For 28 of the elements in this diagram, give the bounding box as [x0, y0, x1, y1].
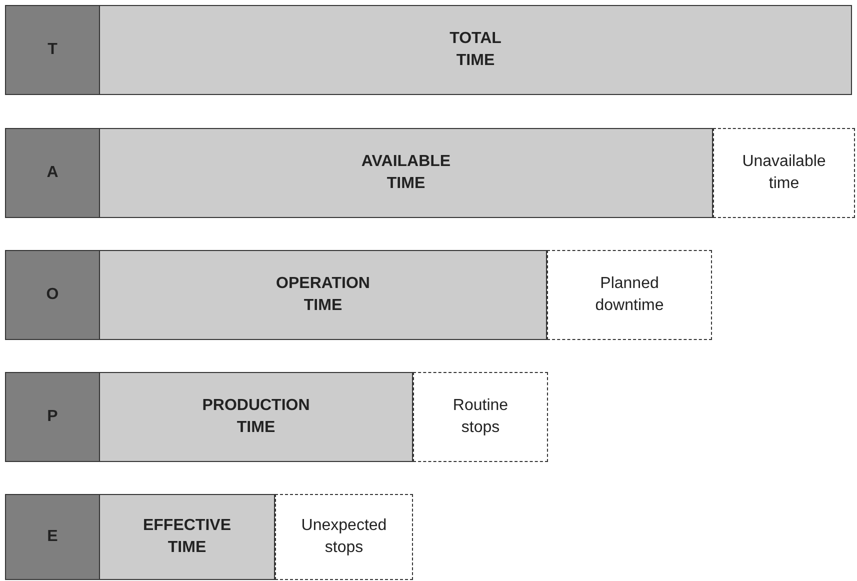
- time-bar: [99, 5, 852, 95]
- time-bar: [99, 372, 413, 462]
- loss-box: [275, 494, 413, 580]
- row-letter: O: [46, 284, 59, 305]
- row-letter-box: [5, 494, 100, 580]
- time-bar: [99, 494, 275, 580]
- time-bar: [99, 250, 547, 340]
- loss-box: [547, 250, 712, 340]
- time-label: TOTAL TIME: [448, 28, 502, 71]
- loss-label: Unavailable time: [741, 152, 827, 194]
- row-letter: T: [48, 40, 58, 60]
- row-letter-box: [5, 250, 100, 340]
- row-letter-box: [5, 372, 100, 462]
- row-letter: A: [46, 162, 58, 183]
- row-letter: E: [47, 526, 58, 547]
- loss-label: Unexpected stops: [300, 516, 388, 558]
- row-letter-box: [5, 128, 100, 218]
- loss-label: Planned downtime: [594, 274, 665, 316]
- row-letter: P: [47, 406, 58, 427]
- time-label: OPERATION TIME: [275, 274, 371, 316]
- loss-box: [713, 128, 855, 218]
- time-label: PRODUCTION TIME: [201, 396, 311, 438]
- time-label: AVAILABLE TIME: [360, 152, 452, 194]
- loss-label: Routine stops: [452, 396, 510, 438]
- time-label: EFFECTIVE TIME: [142, 516, 232, 558]
- row-letter-box: [5, 5, 100, 95]
- time-bar: [99, 128, 713, 218]
- loss-box: [413, 372, 548, 462]
